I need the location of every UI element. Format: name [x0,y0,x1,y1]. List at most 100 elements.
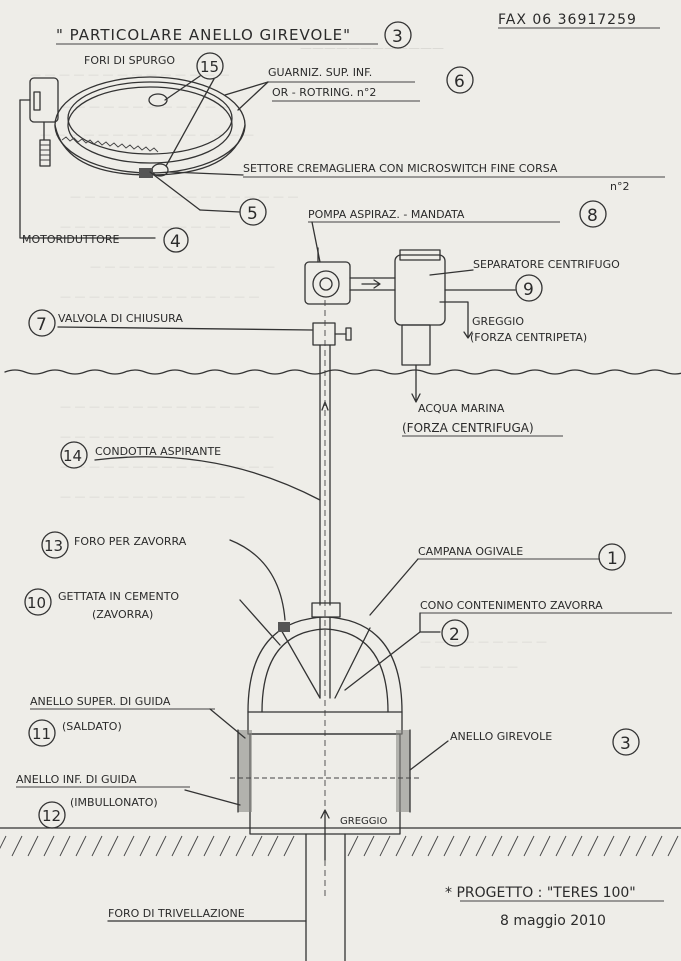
leader-11 [209,708,246,739]
drawing-title: " PARTICOLARE ANELLO GIREVOLE" [56,26,351,44]
svg-text:— — — — — — — — — — — — —: — — — — — — — — — — — — — [60,490,245,503]
callout-circle-2 [441,619,469,647]
leader-6b [237,81,269,111]
label-gettata: GETTATA IN CEMENTO [58,590,179,603]
leader-8 [311,221,321,263]
label-greggio-bottom: GREGGIO [340,816,387,827]
label-saldato: (SALDATO) [62,720,122,733]
seabed-hatch [0,835,679,857]
callout-circle-15 [196,52,224,80]
callout-circle-9 [515,274,543,302]
svg-text:— — — — — — — — — — — — — — —: — — — — — — — — — — — — — — — [60,430,274,443]
svg-text:— — — — — — —: — — — — — — — [420,660,518,673]
bleed-through-text: ———————————— — — — — — — — — — — — — — —… [30,41,547,673]
callout-number: 13 [44,537,63,555]
svg-text:— — — — — — — — — — — —: — — — — — — — — — — — — [60,100,230,113]
gear-motor-icon [29,77,59,167]
callout-number: 11 [32,725,51,743]
label-anello-inf: ANELLO INF. DI GUIDA [16,773,137,786]
leader-12 [184,789,241,806]
leader-settore [169,171,244,176]
callout-number: 2 [449,625,460,645]
label-forza-centrifuga: (FORZA CENTRIFUGA) [402,421,534,435]
fax-number: FAX 06 36917259 [498,12,637,28]
leader-15b [165,78,215,167]
svg-text:— — — — — — — — — — — —: — — — — — — — — — — — — [60,220,230,233]
leader-1 [369,558,419,616]
label-fori-spurgo: FORI DI SPURGO [84,54,175,67]
label-motoriduttore: MOTORIDUTTORE [22,233,119,246]
callout-circle-6 [446,66,474,94]
callout-number: 7 [36,315,47,335]
water-arrow-icon [411,364,421,403]
leader-6 [224,81,269,96]
label-anello-super: ANELLO SUPER. DI GUIDA [30,695,171,708]
callout-number: 3 [620,734,631,754]
label-foro-zavorra: FORO PER ZAVORRA [74,535,187,548]
motor-leader-line [19,99,156,239]
ogival-bell-icon [237,602,411,835]
leader-10 [239,599,281,646]
leader-14 [94,456,321,501]
leader-separatore [429,269,474,276]
callout-circle-3 [612,728,640,756]
callout-circle-4 [163,227,189,253]
label-campana: CAMPANA OGIVALE [418,545,523,558]
label-condotta: CONDOTTA ASPIRANTE [95,445,221,458]
callout-number: 1 [607,549,618,569]
leader-3 [409,740,449,771]
label-separatore: SEPARATORE CENTRIFUGO [473,258,620,271]
label-foro-trivellazione: FORO DI TRIVELLAZIONE [108,907,245,920]
svg-text:— — — — — — — — — — — — —: — — — — — — — — — — — — — [90,260,275,273]
callout-circle-14 [60,441,88,469]
label-guarniz-2: OR - ROTRING. n°2 [272,86,376,99]
label-guarniz: GUARNIZ. SUP. INF. [268,66,372,79]
callout-circle-10 [24,588,52,616]
leader-5b [199,209,241,213]
svg-text:— — — — — — — — — — — — — —: — — — — — — — — — — — — — — [60,290,259,303]
leader-13 [229,539,286,621]
callout-circle-8 [579,200,607,228]
rotating-ring-icon [54,76,246,178]
callout-number: 10 [27,594,46,612]
callout-number: 6 [454,72,465,92]
label-forza-centripeta: (FORZA CENTRIPETA) [470,331,587,344]
callout-number: 15 [200,58,219,76]
label-gettata-2: (ZAVORRA) [92,608,153,621]
greggio-arrow-icon [439,301,473,339]
callout-circle-7 [28,309,56,337]
project-name: * PROGETTO : "TERES 100" [445,885,636,901]
callout-circle-3-title [384,21,412,49]
callout-number: 14 [63,447,82,465]
leader-5 [149,171,201,211]
label-settore-n2: n°2 [610,180,629,193]
label-anello-girevole: ANELLO GIREVOLE [450,730,552,743]
callout-number: 4 [170,232,181,252]
label-settore: SETTORE CREMAGLIERA CON MICROSWITCH FINE… [243,162,558,175]
callout-number: 3 [392,27,403,47]
svg-text:— — — — — — — — — — — — — — —: — — — — — — — — — — — — — — — [60,460,274,473]
callout-circle-13 [41,531,69,559]
flow-arrow-icon [361,279,381,289]
sea-surface [4,369,681,375]
label-pompa: POMPA ASPIRAZ. - MANDATA [308,208,465,221]
svg-text:— — — — — — — — — — — — — —: — — — — — — — — — — — — — — [60,400,259,413]
centrifugal-separator-icon [394,249,446,366]
valve-icon [312,322,352,346]
label-greggio: GREGGIO [472,315,524,328]
callout-circle-1 [598,543,626,571]
svg-text:— — — — — — — — — — — — —: — — — — — — — — — — — — — — [30,68,229,81]
svg-text:————————————: ———————————— [300,41,444,55]
callout-circle-11 [28,719,56,747]
svg-text:— — — — — — — — — — — — — — —: — — — — — — — — — — — — — — — [40,128,254,141]
leader-2 [344,631,421,691]
svg-text:— — — — — — — — —: — — — — — — — — — [420,635,547,648]
svg-text:— — — — — — — — — — — — — — —: — — — — — — — — — — — — — — — — [70,190,298,203]
label-imbullonato: (IMBULLONATO) [70,796,158,809]
greggio-up-arrow-icon [320,809,330,861]
label-acqua-marina: ACQUA MARINA [418,402,505,415]
label-valvola: VALVOLA DI CHIUSURA [58,312,183,325]
callout-number: 5 [247,204,258,224]
